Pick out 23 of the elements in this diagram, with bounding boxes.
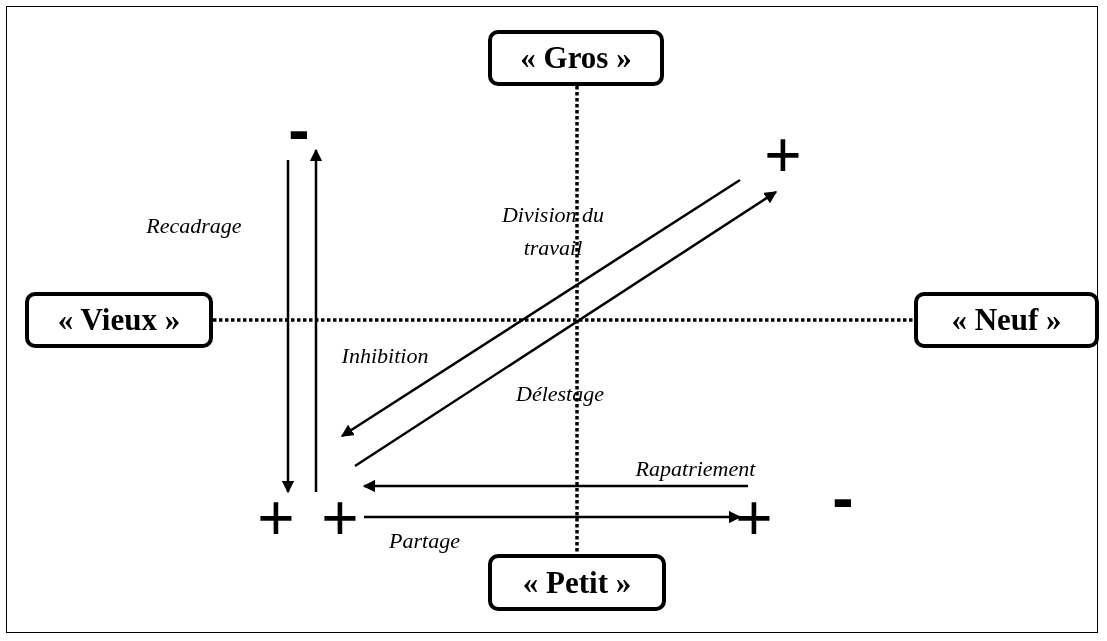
arrow <box>309 148 323 492</box>
edge-label: Inhibition <box>340 342 430 370</box>
edge-label: Partage <box>388 527 461 555</box>
category-box: « Neuf » <box>914 292 1099 348</box>
minus-sign: - <box>831 478 855 518</box>
arrow <box>354 190 778 468</box>
dotted-axis-line <box>575 86 579 554</box>
arrow <box>281 160 295 494</box>
plus-sign: + <box>730 492 778 544</box>
category-box: « Petit » <box>488 554 666 611</box>
arrow <box>362 479 748 493</box>
edge-label: Division du travail <box>500 201 606 262</box>
plus-sign: + <box>316 492 364 544</box>
edge-label: Rapatriement <box>634 455 757 483</box>
category-box: « Gros » <box>488 30 664 86</box>
category-box: « Vieux » <box>25 292 213 348</box>
edge-label: Délestage <box>515 380 605 408</box>
plus-sign: + <box>252 492 300 544</box>
dotted-axis-line <box>213 318 914 322</box>
arrow <box>340 178 741 438</box>
minus-sign: - <box>286 110 312 150</box>
plus-sign: + <box>760 128 806 182</box>
edge-label: Recadrage <box>145 212 243 240</box>
